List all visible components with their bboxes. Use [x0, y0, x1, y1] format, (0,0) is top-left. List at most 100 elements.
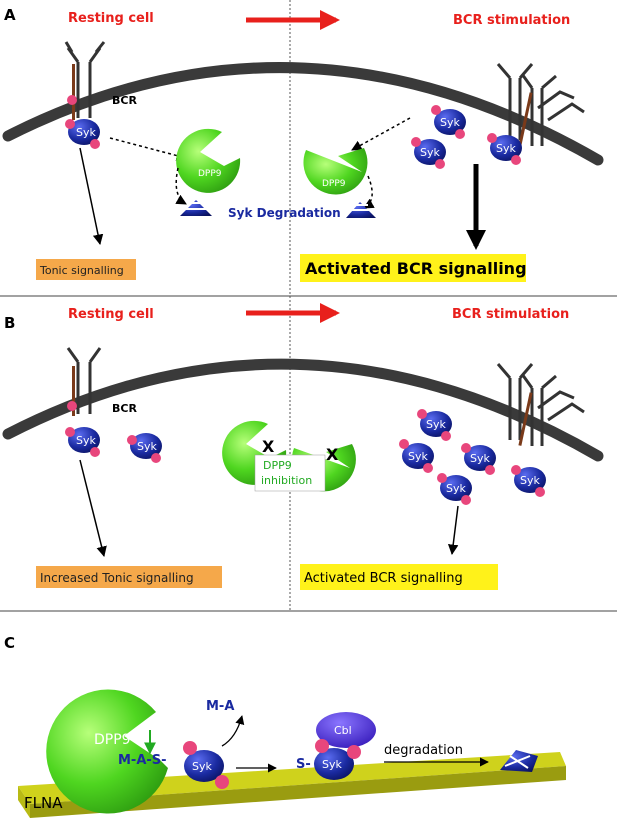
- flna-label: FLNA: [24, 794, 63, 812]
- degraded-syk-left: [180, 200, 212, 216]
- syk-label: Syk: [76, 126, 96, 139]
- syk-label: Syk: [446, 482, 466, 495]
- tonic-label-a: Tonic signalling: [39, 264, 124, 277]
- cbl-protein: Cbl: [316, 712, 376, 748]
- panel-c-letter: C: [4, 634, 15, 652]
- panel-b: B Resting cell BCR stimulation BCR Syk S…: [2, 303, 604, 590]
- ma-release-arrow: [221, 715, 245, 747]
- syk-label: Syk: [420, 146, 440, 159]
- dotted-arrow-a-right: [351, 117, 411, 151]
- syk-label: Syk: [322, 758, 342, 771]
- phospho-p: [441, 431, 451, 441]
- syk-label: Syk: [137, 440, 157, 453]
- syk-resting-a: Syk: [65, 95, 100, 149]
- degraded-syk-right: [346, 202, 376, 218]
- phospho-p: [535, 487, 545, 497]
- degradation-arrow-left: [175, 167, 187, 205]
- dpp9-label: DPP9: [322, 179, 346, 189]
- degradation-arrow-right: [363, 175, 375, 209]
- syk-activated-b-5: Syk: [511, 465, 546, 497]
- syk-label: Syk: [408, 450, 428, 463]
- phospho-p: [455, 129, 465, 139]
- inhibition-box: [254, 454, 326, 492]
- tonic-arrow-b: [79, 459, 107, 558]
- dpp9-label: DPP9: [198, 169, 222, 179]
- phospho-p: [90, 139, 100, 149]
- tonic-label-b: Increased Tonic signalling: [40, 571, 194, 585]
- bcr-receptor-left-b: [66, 347, 102, 416]
- syk-activated-b-4: Syk: [437, 473, 472, 505]
- panel-a: A Resting cell BCR stimulation BCR Syk: [2, 6, 604, 282]
- syk-activated-b-3: Syk: [461, 443, 496, 475]
- syk-free-b: Syk: [127, 433, 162, 463]
- bcr-receptor-cluster-a: [496, 63, 585, 146]
- phospho-p: [487, 133, 497, 143]
- dpp9-enzyme-c: DPP9: [46, 689, 168, 814]
- phospho-p: [511, 155, 521, 165]
- syk-activated-a-2: Syk: [411, 137, 446, 169]
- phospho-p: [423, 463, 433, 473]
- panel-a-letter: A: [4, 6, 16, 24]
- panel-a-left-title: Resting cell: [68, 11, 154, 26]
- phospho-p: [90, 447, 100, 457]
- syk-label: Syk: [520, 474, 540, 487]
- phospho-p: [411, 137, 421, 147]
- phospho-p: [127, 435, 137, 445]
- syk-activated-b-1: Syk: [417, 409, 452, 441]
- dpp9-inhibited: X X DPP9 inhibition: [222, 420, 356, 492]
- syk-activated-b-2: Syk: [399, 439, 434, 473]
- phospho-p: [215, 775, 229, 789]
- activated-box-b: [300, 564, 498, 590]
- syk-activated-a-1: Syk: [431, 105, 466, 139]
- syk-c1: Syk: [183, 741, 229, 789]
- phospho-p: [461, 495, 471, 505]
- syk-label: Syk: [440, 116, 460, 129]
- activated-label-a: Activated BCR signalling: [305, 259, 527, 278]
- bcr-receptor-left: [64, 41, 106, 120]
- syk-activated-a-3: Syk: [487, 133, 522, 165]
- panel-b-left-title: Resting cell: [68, 307, 154, 322]
- ma-released-label: M-A: [206, 699, 234, 714]
- bcr-label-b: BCR: [112, 402, 137, 415]
- syk-label: Syk: [496, 142, 516, 155]
- syk-label: Syk: [470, 452, 490, 465]
- syk-degradation-label: Syk Degradation: [228, 206, 341, 220]
- phospho-p: [417, 409, 427, 419]
- degraded-syk-c: [500, 750, 538, 772]
- syk-resting-b: Syk: [65, 401, 100, 457]
- tonic-box-b: [36, 566, 222, 588]
- phospho-p: [65, 427, 75, 437]
- phospho-p: [183, 741, 197, 755]
- phospho-p: [437, 473, 447, 483]
- bcr-label-a: BCR: [112, 94, 137, 107]
- panel-b-letter: B: [4, 314, 15, 332]
- phospho-p: [511, 465, 521, 475]
- ma-s-label: M-A-S-: [118, 753, 167, 768]
- activation-arrow-b: [447, 505, 459, 556]
- activated-box-a: [300, 254, 526, 282]
- phospho-p: [67, 401, 77, 411]
- phospho-p: [431, 105, 441, 115]
- cbl-label: Cbl: [334, 724, 352, 737]
- inhibition-label-2: inhibition: [261, 474, 312, 487]
- tonic-box-a: [36, 259, 136, 280]
- phospho-p: [399, 439, 409, 449]
- phospho-p: [435, 159, 445, 169]
- dpp9-enzyme-a-right: DPP9: [303, 148, 368, 195]
- phospho-p: [461, 443, 471, 453]
- activated-label-b: Activated BCR signalling: [304, 571, 463, 586]
- inhibition-label-1: DPP9: [263, 459, 292, 472]
- phospho-p: [65, 119, 75, 129]
- phospho-p: [485, 465, 495, 475]
- x-mark-left: X: [262, 437, 275, 456]
- dotted-arrow-a-left: [109, 137, 188, 161]
- syk-label: Syk: [192, 760, 212, 773]
- phospho-p: [67, 95, 77, 105]
- syk-label: Syk: [426, 418, 446, 431]
- s-label: S-: [296, 757, 311, 772]
- x-mark-right: X: [326, 445, 339, 464]
- panel-b-right-title: BCR stimulation: [452, 307, 569, 322]
- phospho-p: [315, 739, 329, 753]
- dpp9-enzyme-a-left: DPP9: [176, 128, 241, 193]
